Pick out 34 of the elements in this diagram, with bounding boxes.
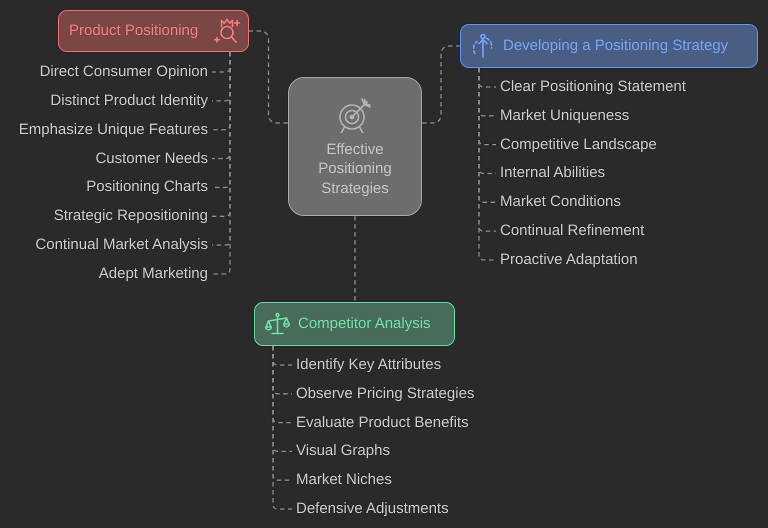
branch-item: Distinct Product Identity <box>50 92 208 110</box>
branch-item: Customer Needs <box>95 150 208 168</box>
branch-item: Observe Pricing Strategies <box>296 384 474 403</box>
branch-item: Strategic Repositioning <box>54 207 208 226</box>
dashed-connector <box>249 30 288 124</box>
branch-item: Market Conditions <box>500 193 621 212</box>
branch-item: Proactive Adaptation <box>500 250 638 269</box>
branch-heading-box <box>254 302 455 346</box>
dashed-connector <box>354 216 356 302</box>
dashed-connector <box>272 346 292 510</box>
central-topic-box <box>288 77 422 216</box>
branch-item: Visual Graphs <box>296 442 390 460</box>
branch-item: Positioning Charts <box>86 178 208 196</box>
branch-item: Continual Market Analysis <box>35 236 208 254</box>
branch-heading-box <box>58 10 249 52</box>
branch-item: Competitive Landscape <box>500 136 657 154</box>
dashed-connector <box>422 45 460 124</box>
branch-item: Defensive Adjustments <box>296 500 449 518</box>
branch-item: Emphasize Unique Features <box>18 120 208 139</box>
branch-item: Market Uniqueness <box>500 106 630 125</box>
branch-item: Direct Consumer Opinion <box>40 63 208 81</box>
branch-heading-box <box>460 24 758 68</box>
branch-item: Identify Key Attributes <box>296 356 442 374</box>
branch-heading: Product Positioning <box>69 22 198 40</box>
branch-item: Market Niches <box>296 471 392 490</box>
branch-item: Clear Positioning Statement <box>500 78 686 96</box>
branch-item: Internal Abilities <box>500 164 606 182</box>
branch-item: Continual Refinement <box>500 222 644 240</box>
central-topic: Effective Positioning Strategies <box>317 140 393 198</box>
branch-item: Adept Marketing <box>98 265 208 284</box>
branch-item: Evaluate Product Benefits <box>296 414 469 432</box>
dashed-connector <box>478 68 496 261</box>
branch-heading: Competitor Analysis <box>298 315 431 333</box>
branch-heading: Developing a Positioning Strategy <box>503 37 728 55</box>
